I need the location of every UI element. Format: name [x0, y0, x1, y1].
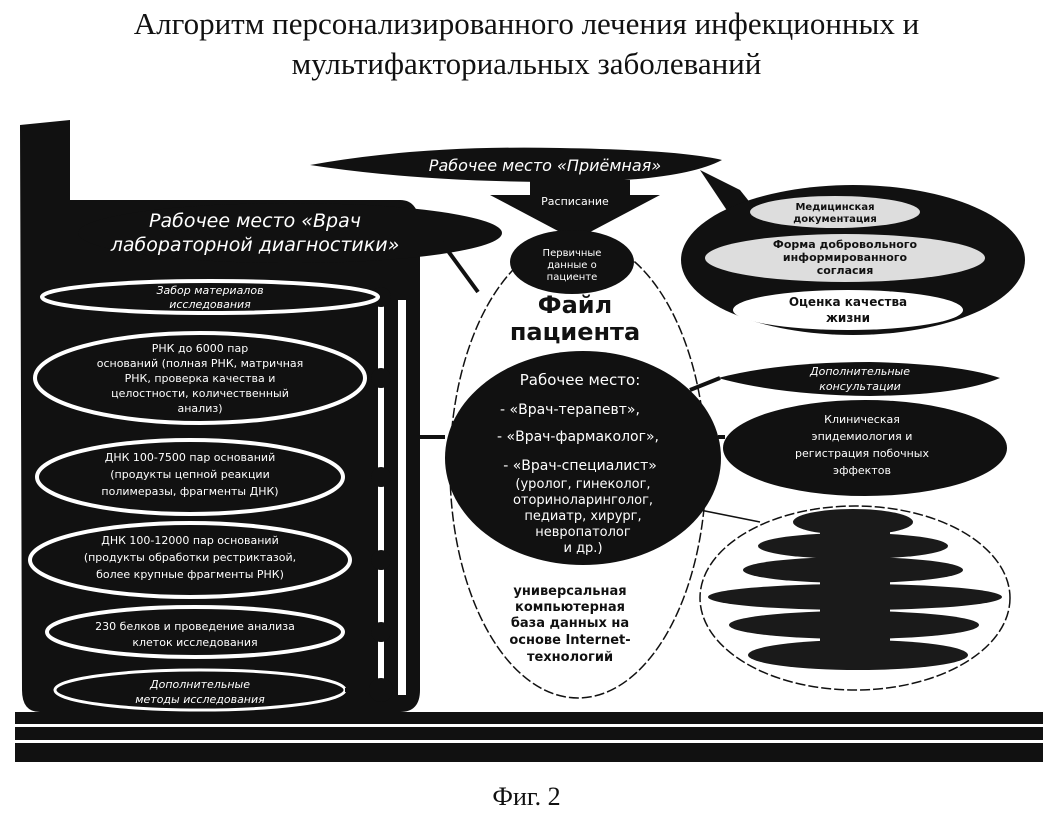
- lab-title-2: лабораторной диагностики»: [110, 234, 400, 256]
- svg-text:база данных на: база данных на: [511, 616, 629, 631]
- svg-text:исследования: исследования: [169, 298, 251, 311]
- quality-of-life-text: жизни: [826, 311, 870, 325]
- consultations-text: Дополнительные: [809, 365, 910, 378]
- epidemiology-text: эффектов: [833, 464, 891, 477]
- patient-file-title: пациента: [510, 318, 640, 346]
- quality-of-life-text: Оценка качества: [789, 295, 907, 309]
- svg-text:оснований (полная РНК, матричн: оснований (полная РНК, матричная: [97, 357, 304, 370]
- svg-text:полимеразы, фрагменты ДНК): полимеразы, фрагменты ДНК): [101, 485, 278, 498]
- epidemiology-text: регистрация побочных: [795, 447, 929, 460]
- svg-text:(продукты обработки рестриктаз: (продукты обработки рестриктазой,: [84, 551, 296, 564]
- primary-data-text: данные о: [547, 260, 596, 271]
- svg-text:клеток исследования: клеток исследования: [132, 636, 257, 649]
- consultations-text: консультации: [819, 380, 901, 393]
- schedule-label: Расписание: [541, 195, 609, 208]
- svg-text:невропатолог: невропатолог: [535, 525, 631, 540]
- reception-label: Рабочее место «Приёмная»: [429, 156, 661, 175]
- bottom-bar-stripe: [15, 740, 1043, 743]
- epidemiology-text: Клиническая: [824, 413, 900, 426]
- svg-text:- «Врач-терапевт»,: - «Врач-терапевт»,: [500, 402, 640, 418]
- svg-text:РНК, проверка качества и: РНК, проверка качества и: [125, 372, 276, 385]
- svg-text:230 белков и проведение анализ: 230 белков и проведение анализа: [95, 620, 295, 633]
- consultations-arrow: [690, 378, 720, 390]
- svg-text:(уролог, гинеколог,: (уролог, гинеколог,: [515, 477, 650, 492]
- primary-data-text: Первичные: [543, 248, 602, 259]
- svg-text:и др.): и др.): [563, 541, 602, 556]
- svg-text:универсальная: универсальная: [513, 584, 626, 599]
- svg-text:РНК до 6000 пар: РНК до 6000 пар: [152, 342, 248, 355]
- database-text: универсальная компьютерная база данных н…: [509, 584, 630, 665]
- svg-text:- «Врач-специалист»: - «Врач-специалист»: [503, 458, 657, 474]
- svg-text:педиатр, хирург,: педиатр, хирург,: [524, 509, 641, 524]
- lab-item-5: 230 белков и проведение анализа клеток и…: [47, 607, 343, 657]
- svg-text:(продукты цепной реакции: (продукты цепной реакции: [110, 468, 269, 481]
- svg-text:- «Врач-фармаколог»,: - «Врач-фармаколог»,: [497, 429, 659, 445]
- lab-item-2: РНК до 6000 пар оснований (полная РНК, м…: [35, 333, 365, 423]
- svg-text:ДНК 100-7500 пар оснований: ДНК 100-7500 пар оснований: [105, 451, 275, 464]
- lab-title-1: Рабочее место «Врач: [149, 210, 361, 232]
- lab-item-1: Забор материалов исследования: [42, 281, 378, 313]
- bottom-bar: [15, 712, 1043, 762]
- lab-item-4: ДНК 100-12000 пар оснований (продукты об…: [30, 523, 350, 597]
- epidemiology-text: эпидемиология и: [812, 430, 913, 443]
- svg-text:Дополнительные: Дополнительные: [149, 678, 250, 691]
- svg-text:методы исследования: методы исследования: [135, 693, 265, 706]
- svg-text:целостности, количественный: целостности, количественный: [111, 387, 289, 400]
- consent-text: информированного: [783, 251, 908, 264]
- figure-caption: Фиг. 2: [0, 782, 1053, 812]
- lab-bus-line-outer: [398, 300, 406, 695]
- consent-text: согласия: [817, 264, 874, 277]
- medical-docs-text: документация: [793, 214, 877, 225]
- svg-text:более крупные фрагменты РНК): более крупные фрагменты РНК): [96, 568, 284, 581]
- svg-text:Рабочее место:: Рабочее место:: [520, 371, 641, 389]
- svg-text:ДНК 100-12000 пар оснований: ДНК 100-12000 пар оснований: [101, 534, 278, 547]
- svg-text:основе Internet-: основе Internet-: [509, 633, 630, 648]
- callout-pointer: [700, 510, 760, 522]
- svg-text:компьютерная: компьютерная: [515, 600, 625, 615]
- medical-docs-text: Медицинская: [795, 202, 874, 213]
- svg-text:оториноларинголог,: оториноларинголог,: [513, 493, 653, 508]
- bottom-bar-stripe: [15, 724, 1043, 727]
- svg-text:анализ): анализ): [178, 402, 223, 415]
- consent-text: Форма добровольного: [773, 238, 918, 251]
- patient-file-title: Файл: [538, 291, 612, 319]
- primary-data-text: пациенте: [547, 272, 598, 283]
- lab-item-3: ДНК 100-7500 пар оснований (продукты цеп…: [37, 440, 343, 514]
- svg-text:Забор материалов: Забор материалов: [156, 284, 263, 297]
- svg-text:технологий: технологий: [527, 650, 613, 665]
